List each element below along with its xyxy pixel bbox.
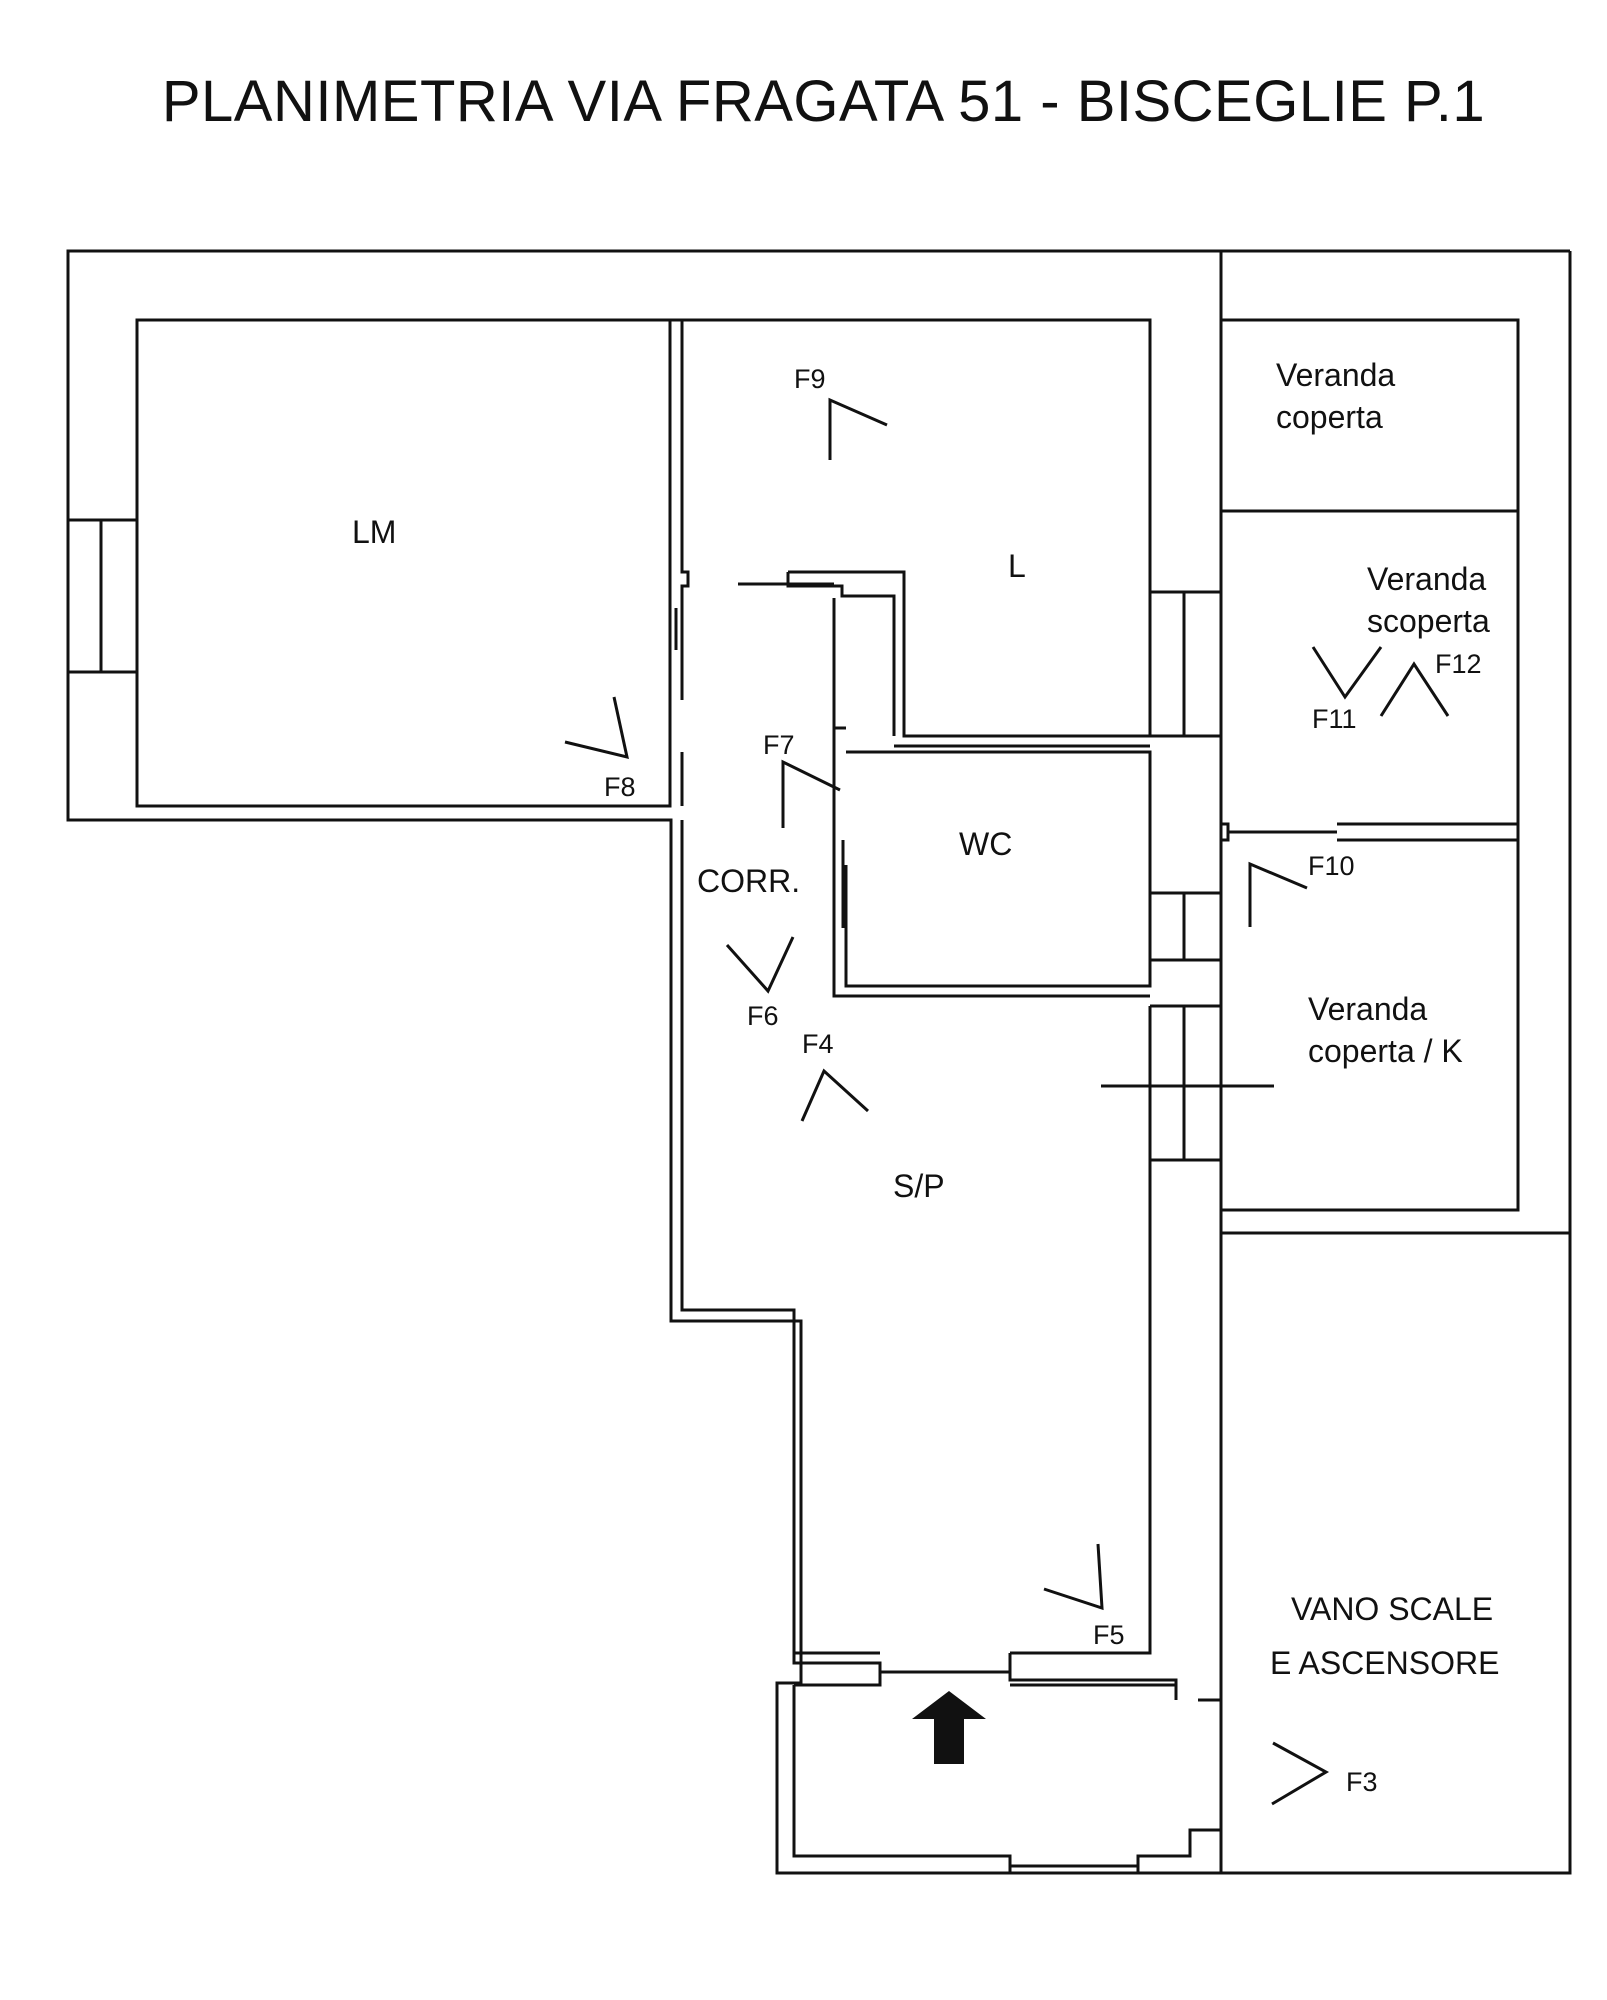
room-label-vano-scale-1: VANO SCALE <box>1291 1591 1493 1627</box>
window-lm <box>68 518 137 674</box>
camera-f7-icon <box>781 759 841 828</box>
window-wc <box>1150 891 1221 962</box>
room-label-veranda-coperta-1: Veranda <box>1276 357 1395 393</box>
room-label-sp: S/P <box>893 1168 945 1204</box>
camera-f9-icon <box>828 397 888 460</box>
window-l <box>1150 590 1221 738</box>
entry-door <box>792 1653 1178 1700</box>
photo-label-f10: F10 <box>1308 851 1355 881</box>
room-label-veranda-k-1: Veranda <box>1308 991 1427 1027</box>
photo-label-f4: F4 <box>802 1029 834 1059</box>
room-l-wall <box>682 318 1152 738</box>
page-title: PLANIMETRIA VIA FRAGATA 51 - BISCEGLIE P… <box>161 69 1486 134</box>
photo-label-f12: F12 <box>1435 649 1482 679</box>
wall-corridor-left <box>680 820 1152 1655</box>
landing-wall <box>792 1233 1223 1873</box>
room-lm-wall <box>135 318 672 808</box>
camera-f12-icon <box>1379 661 1450 717</box>
photo-label-f11: F11 <box>1312 704 1357 734</box>
wc-door <box>832 840 845 928</box>
up-arrow-icon <box>912 1691 986 1764</box>
room-label-vano-scale-2: E ASCENSORE <box>1270 1645 1499 1681</box>
window-sp <box>1150 1004 1221 1162</box>
photo-label-f3: F3 <box>1346 1767 1378 1797</box>
photo-label-f8: F8 <box>604 772 636 802</box>
room-label-veranda-scoperta-1: Veranda <box>1367 561 1486 597</box>
photo-label-f9: F9 <box>794 364 826 394</box>
camera-f10-icon <box>1248 861 1308 927</box>
room-wc-wall <box>832 736 1152 998</box>
camera-f3-icon <box>1271 1741 1330 1806</box>
camera-f6-icon <box>725 936 795 994</box>
camera-f8-icon <box>564 696 629 760</box>
photo-label-f5: F5 <box>1093 1620 1125 1650</box>
room-label-veranda-k-2: coperta / K <box>1308 1033 1463 1069</box>
room-label-lm: LM <box>352 514 396 550</box>
room-label-veranda-coperta-2: coperta <box>1276 399 1383 435</box>
veranda-wall <box>1221 318 1520 1212</box>
wall-l-wc <box>786 572 1150 748</box>
camera-f4-icon <box>800 1068 870 1122</box>
photo-label-f6: F6 <box>747 1001 779 1031</box>
partition-lm-l <box>668 320 690 700</box>
camera-f11-icon <box>1311 646 1383 700</box>
room-label-corr: CORR. <box>697 863 800 899</box>
photo-label-f7: F7 <box>763 730 795 760</box>
room-label-l: L <box>1008 548 1026 584</box>
room-label-wc: WC <box>959 826 1012 862</box>
camera-f5-icon <box>1043 1543 1104 1611</box>
room-label-veranda-scoperta-2: scoperta <box>1367 603 1490 639</box>
